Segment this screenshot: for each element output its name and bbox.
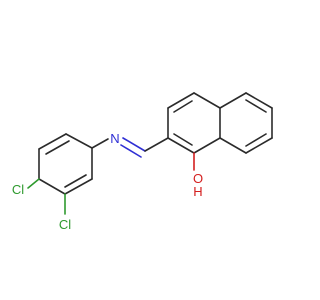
hydrogen-label: H [193, 184, 202, 199]
bond [38, 133, 67, 150]
bond [219, 92, 247, 109]
molecule-structure: N O H Cl Cl [0, 0, 300, 300]
bond [173, 100, 193, 113]
nitrogen-label: N [110, 131, 119, 146]
imine-double-bond [120, 144, 142, 158]
bond [167, 92, 195, 109]
bond [193, 137, 221, 154]
background [0, 0, 300, 300]
bond-to-chlorine [27, 178, 40, 189]
bond [64, 174, 87, 188]
chlorine-label: Cl [12, 182, 24, 197]
bond [64, 178, 93, 195]
bond [219, 137, 247, 154]
bond [144, 137, 169, 152]
bond [38, 178, 66, 195]
bond [245, 92, 273, 109]
naphthalene-ring [144, 92, 273, 154]
imine-double-bond [122, 137, 146, 152]
oxygen-label: O [193, 171, 203, 186]
bond [65, 133, 93, 149]
bond [45, 140, 70, 155]
bond [173, 133, 193, 146]
bond [245, 99, 267, 113]
bond [167, 137, 195, 154]
bond [245, 137, 273, 154]
bond [245, 133, 267, 147]
dichlorophenyl-ring [38, 133, 93, 195]
bond [193, 92, 221, 109]
chlorine-label: Cl [59, 217, 71, 232]
bond-ring-to-nitrogen [91, 138, 109, 149]
